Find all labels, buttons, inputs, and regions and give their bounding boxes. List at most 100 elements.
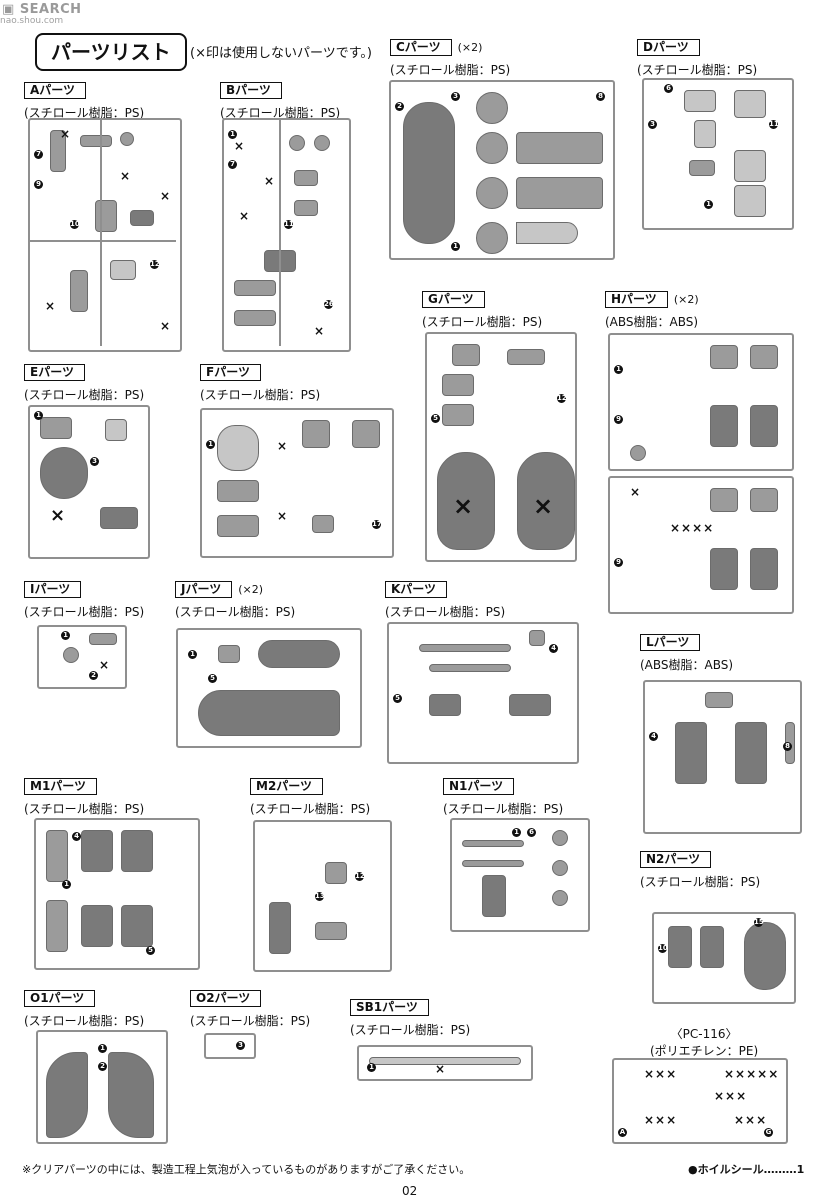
part: [46, 830, 68, 882]
section-n1-label: N1パーツ: [443, 778, 515, 795]
runner-sb1: 1 ×: [357, 1045, 533, 1081]
foil-seal-note: ●ホイルシール………1: [688, 1163, 805, 1176]
part-number: 10: [658, 944, 668, 953]
section-b-label: Bパーツ: [220, 82, 282, 99]
part-number: 4: [549, 644, 558, 653]
unused-mark: ×: [533, 492, 554, 520]
section-sb1-material: (スチロール樹脂：PS): [350, 1023, 471, 1037]
unused-mark: ×××: [714, 1089, 748, 1103]
section-sb1-label: SB1パーツ: [350, 999, 429, 1016]
runner-j: 1 5: [176, 628, 362, 748]
runner-o2: 3: [204, 1033, 256, 1059]
watermark: ▣ SEARCH: [2, 2, 82, 17]
runner-b: 1 7 11 26 × × × ×: [222, 118, 351, 352]
part: [121, 830, 153, 872]
part-number: 8: [596, 92, 605, 101]
part: [419, 644, 511, 652]
section-j-material: (スチロール樹脂：PS): [175, 605, 296, 619]
section-i-label: Iパーツ: [24, 581, 82, 598]
part-number: 2: [98, 1062, 107, 1071]
watermark-url: nao.shou.com: [0, 16, 64, 26]
part-number: 2: [395, 102, 404, 111]
section-m2-label: M2パーツ: [250, 778, 324, 795]
section-e-material: (スチロール樹脂：PS): [24, 388, 145, 402]
part: [552, 860, 568, 876]
part: [218, 645, 240, 663]
section-sb1-header: SB1パーツ (スチロール樹脂：PS): [350, 996, 470, 1038]
part-number: 3: [90, 457, 99, 466]
part: [294, 200, 318, 216]
runner-h-2: × ×××× 9: [608, 476, 794, 614]
section-o2-label: O2パーツ: [190, 990, 262, 1007]
section-f-label: Fパーツ: [200, 364, 261, 381]
part-number: 17: [372, 520, 382, 529]
part-number: A: [618, 1128, 627, 1137]
part: [684, 90, 716, 112]
part: [442, 374, 474, 396]
section-o2-header: O2パーツ (スチロール樹脂：PS): [190, 987, 310, 1029]
runner-k: 5 4: [387, 622, 579, 764]
part: [120, 132, 134, 146]
part-number: 1: [512, 828, 521, 837]
part-number: 3: [451, 92, 460, 101]
runner-gate: [279, 120, 281, 346]
runner-g: × × 5 12: [425, 332, 577, 562]
section-d-header: Dパーツ (スチロール樹脂：PS): [637, 36, 757, 78]
section-m2-material: (スチロール樹脂：PS): [250, 802, 371, 816]
part-number: 1: [62, 880, 71, 889]
part: [121, 905, 153, 947]
part: [744, 922, 786, 990]
part: [130, 210, 154, 226]
unused-mark: ×: [264, 174, 275, 188]
part-number: 7: [34, 150, 43, 159]
part-number: 5: [208, 674, 217, 683]
part-number: 3: [648, 120, 657, 129]
part: [437, 452, 495, 550]
part: [40, 447, 88, 499]
part-number: 7: [228, 160, 237, 169]
runner-n2: 10 15: [652, 912, 796, 1004]
part: [552, 830, 568, 846]
part-number: 6: [664, 84, 673, 93]
part: [63, 647, 79, 663]
section-g-label: Gパーツ: [422, 291, 485, 308]
part: [517, 452, 575, 550]
section-g-header: Gパーツ (スチロール樹脂：PS): [422, 288, 542, 330]
section-h-header: Hパーツ(×2) (ABS樹脂：ABS): [605, 288, 699, 330]
watermark-text: SEARCH: [19, 2, 82, 17]
part: [369, 1057, 521, 1065]
section-j-multiplier: (×2): [238, 583, 264, 596]
part: [476, 132, 508, 164]
part: [710, 405, 738, 447]
section-n1-header: N1パーツ (スチロール樹脂：PS): [443, 775, 563, 817]
unused-mark: ×××: [644, 1113, 678, 1127]
part: [81, 830, 113, 872]
unused-mark: ××××: [670, 521, 715, 535]
section-o1-material: (スチロール樹脂：PS): [24, 1014, 145, 1028]
part-number: 5: [431, 414, 440, 423]
part-number: 1: [188, 650, 197, 659]
part-number: 9: [34, 180, 43, 189]
part: [442, 404, 474, 426]
part: [50, 130, 66, 172]
pc-material: (ポリエチレン：PE): [650, 1044, 759, 1058]
part: [734, 150, 766, 182]
part: [46, 900, 68, 952]
part-number: 1: [228, 130, 237, 139]
part: [462, 840, 524, 847]
page-number: 02: [402, 1184, 418, 1198]
part: [217, 480, 259, 502]
section-o1-label: O1パーツ: [24, 990, 96, 1007]
part: [668, 926, 692, 968]
part: [675, 722, 707, 784]
part: [81, 905, 113, 947]
part: [552, 890, 568, 906]
part-number: 11: [769, 120, 779, 129]
section-m1-label: M1パーツ: [24, 778, 98, 795]
part-number: 12: [557, 394, 567, 403]
part-number: 12: [355, 872, 365, 881]
part-number: 9: [614, 415, 623, 424]
section-c-header: Cパーツ(×2) (スチロール樹脂：PS): [390, 36, 510, 78]
part-number: 1: [206, 440, 215, 449]
runner-l: 4 8: [643, 680, 802, 834]
